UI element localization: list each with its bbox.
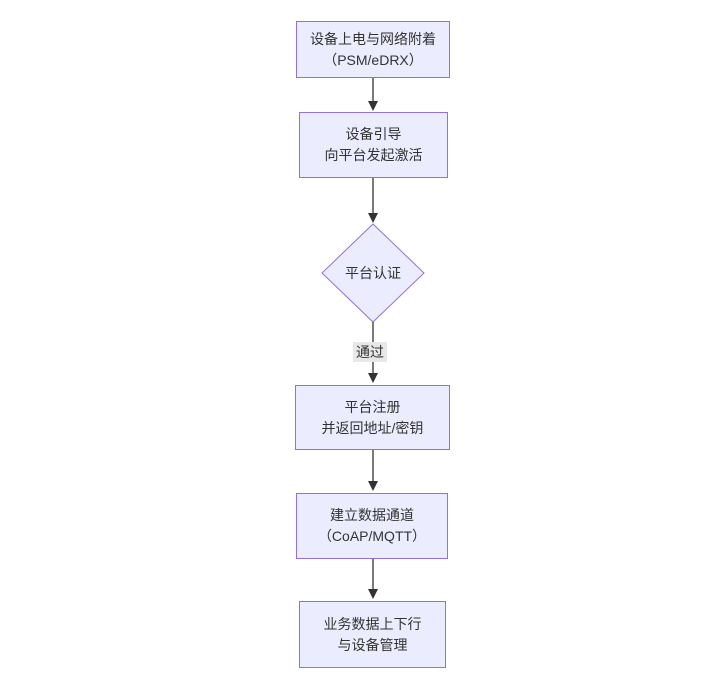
node-business-data: 业务数据上下行 与设备管理 (299, 601, 446, 668)
arrowhead-icon (368, 213, 378, 223)
node-platform-register: 平台注册 并返回地址/密钥 (295, 385, 450, 450)
arrowhead-icon (368, 101, 378, 111)
node-label-line: （PSM/eDRX） (323, 51, 423, 68)
node-label-line: 平台认证 (345, 265, 401, 281)
node-label-line: 并返回地址/密钥 (321, 419, 424, 436)
node-platform-auth: 平台认证 (322, 224, 424, 322)
node-data-channel: 建立数据通道 （CoAP/MQTT） (296, 493, 448, 559)
node-label-line: 向平台发起激活 (324, 147, 423, 163)
node-power-on-attach: 设备上电与网络附着 （PSM/eDRX） (296, 21, 450, 78)
node-label-line: 设备上电与网络附着 (310, 30, 436, 47)
node-label-line: 平台注册 (344, 398, 401, 415)
arrowhead-icon (368, 481, 378, 491)
node-label-line: 设备引导 (345, 126, 402, 142)
node-label-line: 与设备管理 (337, 636, 408, 653)
arrowhead-icon (368, 589, 378, 599)
node-label-line: （CoAP/MQTT） (317, 528, 427, 544)
node-label-line: 业务数据上下行 (323, 615, 422, 632)
edge-label-pass: 通过 (353, 342, 387, 362)
node-label-line: 建立数据通道 (330, 507, 414, 523)
arrowhead-icon (368, 373, 378, 383)
node-bootstrap: 设备引导 向平台发起激活 (299, 112, 448, 178)
